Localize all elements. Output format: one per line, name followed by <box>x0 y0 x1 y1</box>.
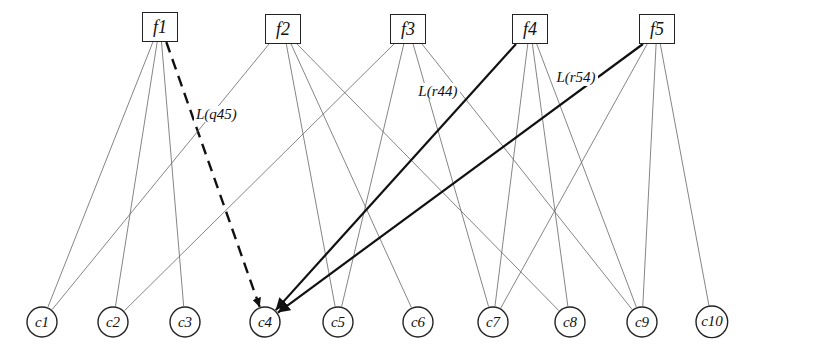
graph-edge <box>286 44 335 306</box>
variable-node-circle: c1 <box>26 306 58 338</box>
graph-edge <box>278 44 643 313</box>
variable-node-label: c3 <box>178 315 192 330</box>
graph-edge <box>115 42 157 306</box>
graph-edge <box>291 44 411 307</box>
variable-node-label: c7 <box>486 315 500 330</box>
graph-edge <box>166 42 259 307</box>
graph-edge <box>342 44 404 306</box>
message-label: L(r44) <box>416 83 459 100</box>
message-label: L(r54) <box>554 69 597 86</box>
check-node-label: f4 <box>523 20 537 38</box>
variable-node-circle: c9 <box>626 306 658 338</box>
variable-node-label: c9 <box>635 315 649 330</box>
check-node-box: f2 <box>265 14 301 44</box>
variable-node-circle: c5 <box>322 306 354 338</box>
variable-node-circle: c3 <box>169 306 201 338</box>
variable-node-label: c2 <box>106 315 120 330</box>
variable-node-circle: c8 <box>554 306 586 338</box>
check-node-box: f3 <box>390 14 426 44</box>
graph-edge <box>537 44 637 307</box>
variable-node-label: c5 <box>331 315 345 330</box>
graph-edge <box>52 44 269 310</box>
check-node-box: f1 <box>142 12 178 42</box>
check-node-box: f4 <box>512 14 548 44</box>
variable-node-circle: c10 <box>695 305 729 339</box>
check-node-label: f5 <box>650 20 664 38</box>
check-node-label: f1 <box>153 18 167 36</box>
check-node-label: f3 <box>401 20 415 38</box>
variable-node-circle: c4 <box>249 306 281 338</box>
variable-node-label: c6 <box>411 315 425 330</box>
variable-node-label: c1 <box>35 315 49 330</box>
graph-edge <box>495 44 528 306</box>
variable-node-label: c4 <box>258 315 272 330</box>
variable-node-circle: c7 <box>477 306 509 338</box>
graph-edge <box>501 44 647 308</box>
graph-edge <box>643 44 656 306</box>
variable-node-label: c8 <box>563 315 577 330</box>
variable-node-circle: c2 <box>97 306 129 338</box>
message-label: L(q45) <box>194 106 239 123</box>
variable-node-circle: c6 <box>402 306 434 338</box>
variable-node-label: c10 <box>701 314 723 329</box>
graph-edge <box>276 44 516 310</box>
graph-edge <box>124 44 394 311</box>
graph-edge <box>660 44 709 305</box>
check-node-box: f5 <box>639 14 675 44</box>
graph-edge <box>413 44 488 307</box>
check-node-label: f2 <box>276 20 290 38</box>
graph-edge <box>48 42 153 307</box>
